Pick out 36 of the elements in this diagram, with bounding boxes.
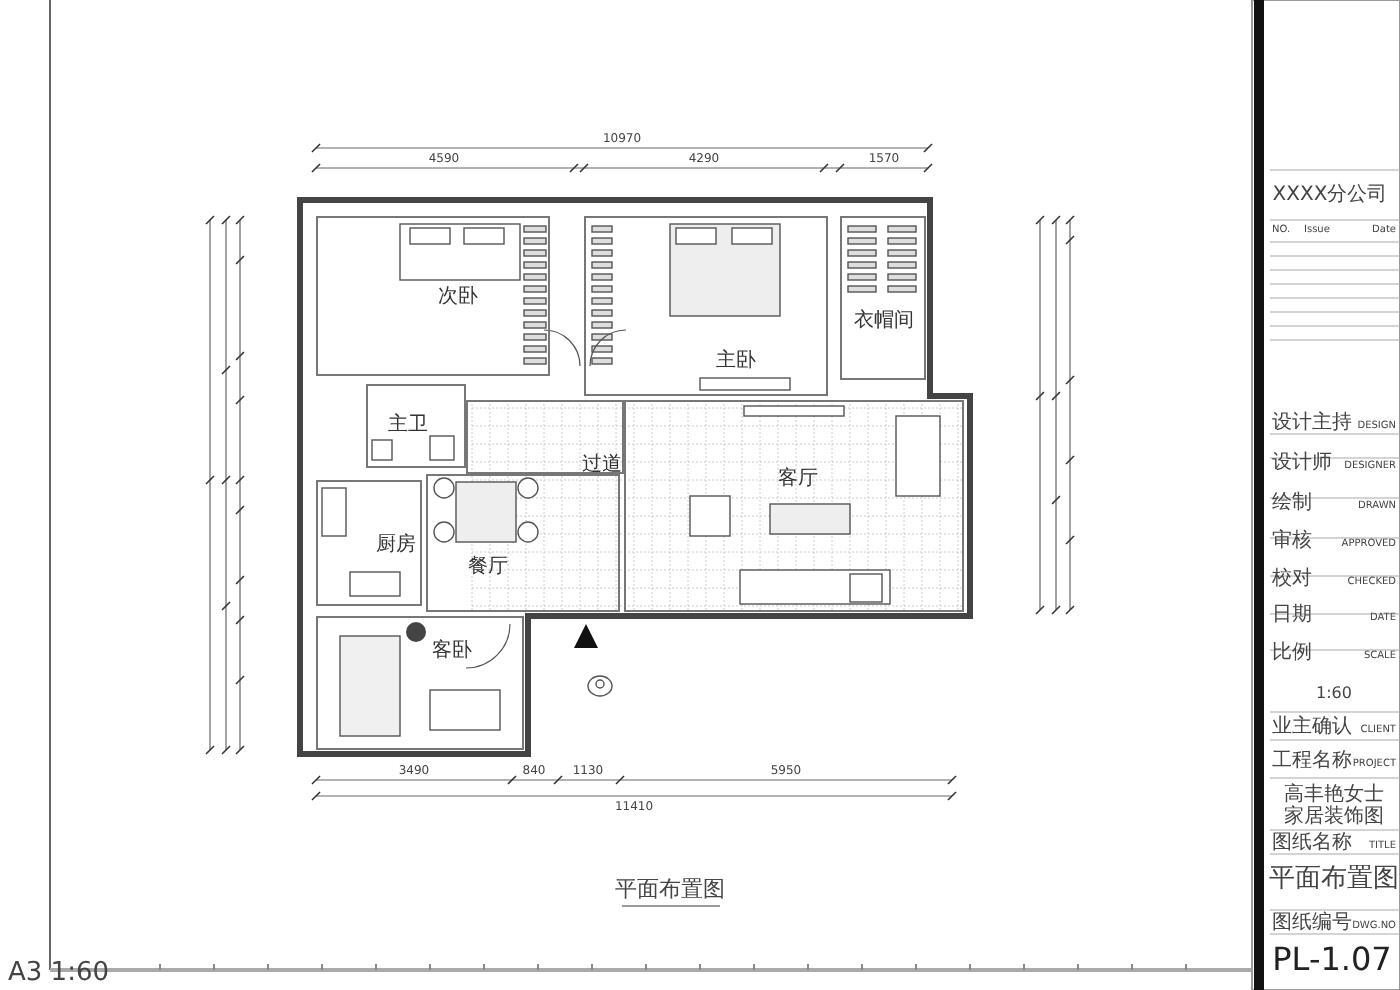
room-outline [426, 474, 620, 612]
room-outline [466, 400, 624, 474]
room-outline [316, 480, 422, 606]
room-label: 餐厅 [468, 558, 508, 578]
field-label: 业主确认 [1272, 718, 1352, 738]
room-label: 主卧 [716, 352, 756, 372]
field-label: 绘制 [1272, 494, 1312, 514]
plan-title: 平面布置图 [615, 878, 725, 900]
room-label: 过道 [582, 456, 622, 476]
field-label: 工程名称 [1272, 752, 1352, 772]
field-label: 日期 [1272, 606, 1312, 626]
room-label: 客卧 [432, 642, 472, 662]
room-outline [840, 216, 926, 380]
field-label: 图纸编号 [1272, 914, 1352, 934]
field-label: 设计主持 [1272, 414, 1352, 434]
room-label: 次卧 [438, 288, 478, 308]
room-outline [624, 400, 964, 612]
field-label: 比例 [1272, 644, 1312, 664]
room-outline [316, 216, 550, 376]
field-label: 校对 [1272, 570, 1312, 590]
sheet-scale: A3 1:60 [8, 960, 109, 986]
field-label: 图纸名称 [1272, 834, 1352, 854]
room-label: 主卫 [388, 416, 428, 436]
drawing-number: PL-1.07 [1272, 944, 1392, 976]
field-label: 设计师 [1272, 454, 1332, 474]
room-outline [584, 216, 828, 396]
room-label: 客厅 [778, 470, 818, 490]
scale-value: 1:60 [1316, 686, 1352, 702]
room-label: 厨房 [376, 536, 416, 556]
office-name: XXXX分公司 [1272, 186, 1388, 206]
room-outline [316, 616, 524, 750]
room-label: 衣帽间 [854, 312, 914, 332]
field-label: 审核 [1272, 532, 1312, 552]
project-name: 高丰艳女士家居装饰图 [1282, 784, 1386, 828]
drawing-name: 平面布置图 [1269, 866, 1399, 892]
room-outline [366, 384, 466, 468]
